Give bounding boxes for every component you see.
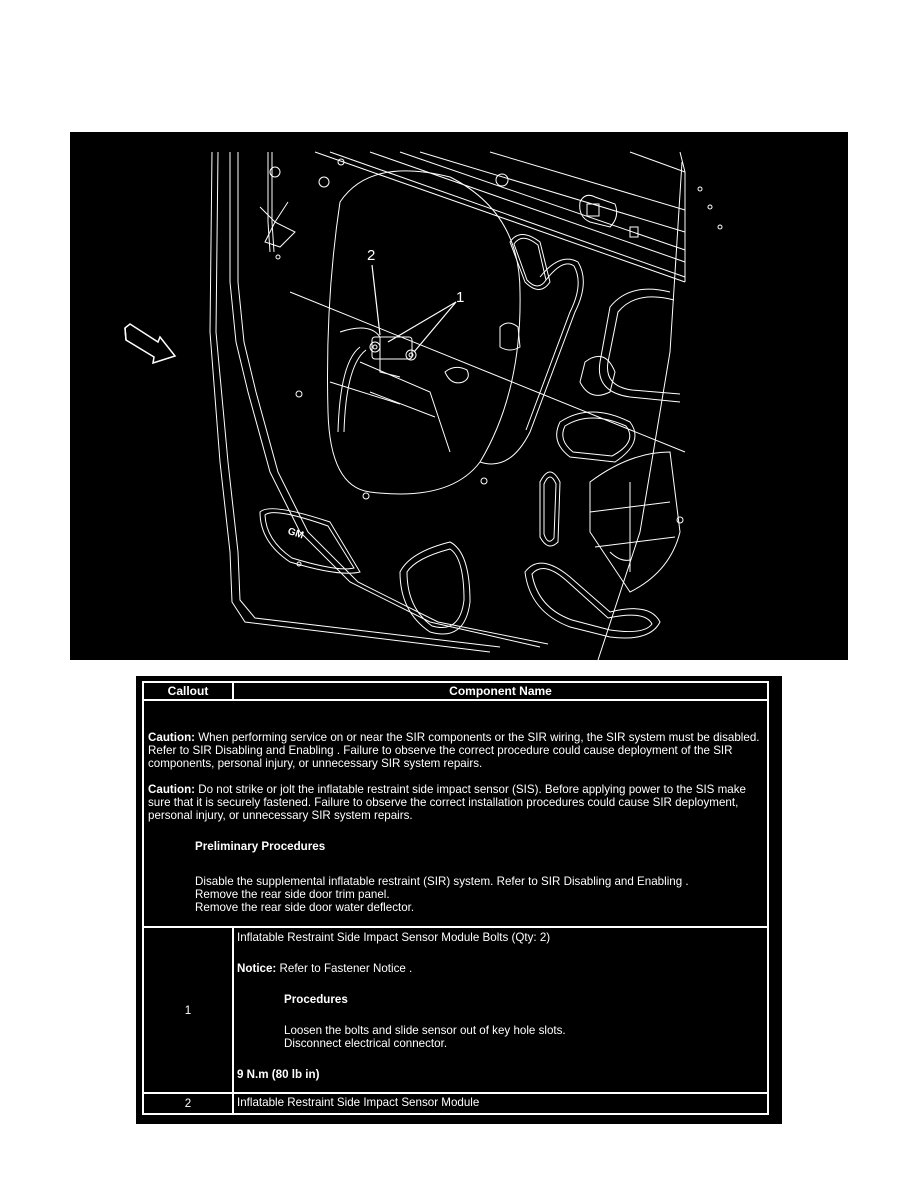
- procedures-heading: Procedures: [284, 993, 348, 1006]
- torque-spec: 9 N.m (80 lb in): [237, 1068, 320, 1081]
- preliminary-heading: Preliminary Procedures: [195, 840, 326, 853]
- notice-label: Notice:: [237, 962, 277, 975]
- preliminary-step: Remove the rear side door trim panel.: [195, 888, 390, 901]
- callout-number: 1: [142, 926, 234, 1094]
- table-row: 2 Inflatable Restraint Side Impact Senso…: [142, 1092, 769, 1115]
- procedure-step: Loosen the bolts and slide sensor out of…: [284, 1024, 566, 1037]
- callout-label-2: 2: [367, 247, 375, 264]
- caution-2-label: Caution:: [148, 783, 196, 796]
- component-table: Callout Component Name Caution: When per…: [142, 681, 769, 1115]
- door-diagram-figure: 2 1 GM: [70, 132, 848, 660]
- notice-text: Refer to Fastener Notice .: [276, 962, 413, 975]
- preliminary-procedures: Preliminary Procedures Disable the suppl…: [148, 840, 763, 914]
- component-name: Inflatable Restraint Side Impact Sensor …: [237, 931, 551, 944]
- header-callout: Callout: [142, 681, 234, 701]
- header-component-name: Component Name: [232, 681, 769, 701]
- component-name: Inflatable Restraint Side Impact Sensor …: [232, 1092, 769, 1115]
- procedure-step: Disconnect electrical connector.: [284, 1037, 448, 1050]
- preliminary-step: Remove the rear side door water deflecto…: [195, 901, 415, 914]
- gm-logo: GM: [286, 526, 305, 541]
- caution-1-text: When performing service on or near the S…: [148, 731, 760, 770]
- preliminary-step: Disable the supplemental inflatable rest…: [195, 875, 689, 888]
- table-header-row: Callout Component Name: [142, 681, 769, 701]
- caution-1-label: Caution:: [148, 731, 196, 744]
- intro-row: Caution: When performing service on or n…: [142, 699, 769, 928]
- component-cell: Inflatable Restraint Side Impact Sensor …: [232, 926, 769, 1094]
- caution-1: Caution: When performing service on or n…: [148, 731, 763, 770]
- callout-number: 2: [142, 1092, 234, 1115]
- caution-2: Caution: Do not strike or jolt the infla…: [148, 783, 763, 822]
- callout-label-1: 1: [456, 289, 464, 306]
- intro-cell: Caution: When performing service on or n…: [142, 699, 769, 928]
- door-line-drawing: 2 1 GM: [124, 151, 723, 660]
- caution-2-text: Do not strike or jolt the inflatable res…: [148, 783, 746, 822]
- front-arrow-icon: [124, 323, 177, 365]
- table-row: 1 Inflatable Restraint Side Impact Senso…: [142, 926, 769, 1094]
- component-table-container: Callout Component Name Caution: When per…: [136, 676, 782, 1124]
- notice: Notice: Refer to Fastener Notice .: [237, 962, 764, 975]
